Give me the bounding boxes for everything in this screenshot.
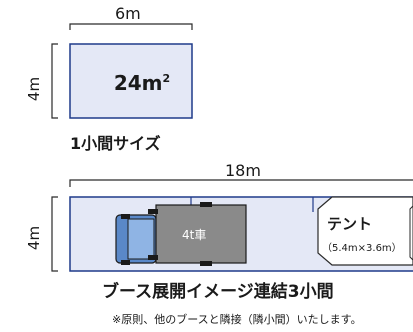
single-width-dimension: [69, 23, 193, 30]
truck-4t: [115, 202, 247, 266]
area-label: 24m2: [113, 71, 171, 95]
combined-width-label: 18m: [225, 161, 261, 180]
single-width-label: 6m: [115, 4, 141, 23]
combined-height-dimension: [51, 196, 58, 272]
truck-label: 4t車: [182, 228, 207, 242]
tent-size-label: （5.4m×3.6m）: [322, 243, 402, 254]
combined-width-dimension: [69, 179, 413, 187]
single-height-dimension: [51, 43, 58, 119]
tent-outline: [317, 196, 413, 266]
tent-label: テント: [327, 215, 373, 233]
combined-height-label: 4m: [25, 225, 44, 251]
combined-caption: ブース展開イメージ連結3小間: [102, 282, 334, 302]
footnote: ※原則、他のブースと隣接（隣小間）いたします。: [112, 313, 362, 326]
single-height-label: 4m: [25, 76, 44, 102]
single-booth: [69, 43, 193, 119]
single-caption: 1小間サイズ: [70, 134, 161, 153]
